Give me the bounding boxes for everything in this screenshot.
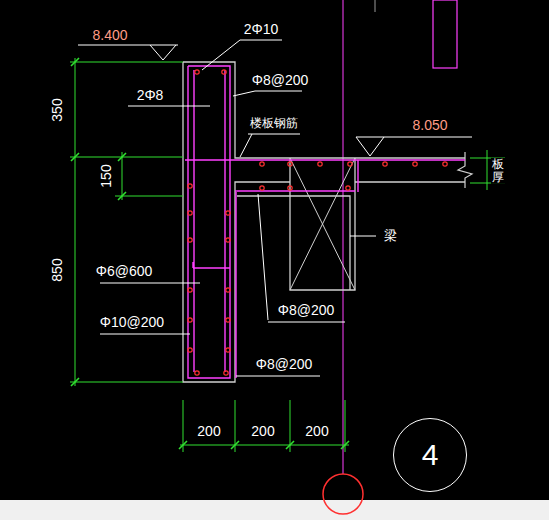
rebar-label: Φ8@200 [255,357,314,372]
dimension-value: 150 [99,163,114,188]
level-value: 8.050 [411,118,448,133]
beam-cross [290,158,355,290]
rebar-label: 2Φ10 [243,22,280,37]
concrete-outline [183,62,465,382]
grid-tick [375,0,376,12]
axis-bubble [323,474,363,514]
axis-line [343,0,344,474]
dimension-line [70,58,505,452]
thickness-label: 板厚 [491,158,505,184]
beam-label: 梁 [383,229,398,243]
detail-number-circle: 4 [393,418,467,492]
bottom-strip [0,500,549,520]
level-value: 8.400 [91,28,128,43]
dimension-value: 200 [250,424,275,439]
rebar-label: 楼板钢筋 [249,117,299,130]
column-outline [433,0,457,68]
rebar-label: Φ6@600 [95,264,154,279]
rebar-label: Φ8@200 [251,73,310,88]
rebar-label: Φ10@200 [99,315,165,330]
break-line [458,152,472,188]
rebar-dots [188,70,447,375]
rebar-label: Φ8@200 [277,303,336,318]
rebar [185,66,465,378]
dimension-value: 200 [304,424,329,439]
dimension-value: 350 [50,97,65,122]
dimension-value: 200 [196,424,221,439]
dimension-value: 850 [50,257,65,282]
level-mark [78,45,472,156]
detail-number: 4 [422,440,439,470]
dimension-tick [71,58,349,449]
rebar-label: 2Φ8 [136,88,165,103]
